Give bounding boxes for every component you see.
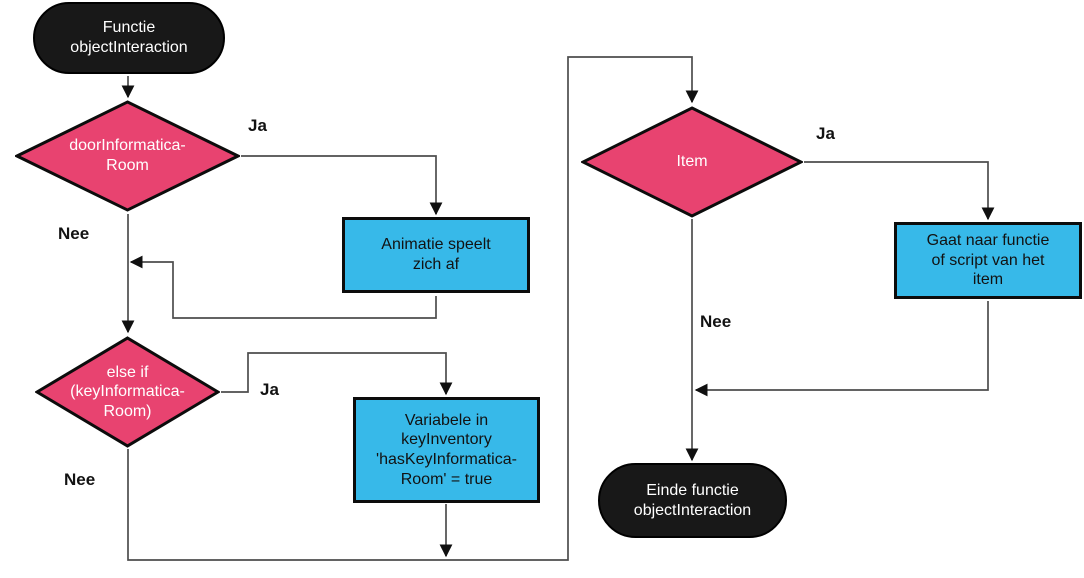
edge-label-item-nee: Nee: [700, 312, 732, 331]
start-terminator-label: Functie objectInteraction: [70, 19, 188, 56]
decision-item: Item: [581, 106, 803, 218]
connector-item-ja-to-gaat-naar: [804, 161, 995, 221]
process-gaat-naar: Gaat naar functie of script van het item: [894, 222, 1082, 299]
decision-door-informatica-room: doorInformatica- Room: [15, 100, 240, 212]
process-animatie-label: Animatie speelt zich af: [381, 236, 491, 273]
edge-label-item-ja: Ja: [816, 124, 835, 143]
decision-key-informatica-room: else if (keyInformatica- Room): [35, 336, 220, 448]
process-gaat-naar-label: Gaat naar functie of script van het item: [926, 232, 1050, 289]
decision-door-shape: [15, 100, 240, 212]
connector-gaat-naar-feedback: [694, 301, 989, 397]
process-animatie: Animatie speelt zich af: [342, 217, 530, 293]
connector-door-ja-to-animatie: [241, 155, 443, 216]
edge-label-door-nee: Nee: [58, 224, 90, 243]
decision-key-label: else if (keyInformatica- Room): [70, 363, 185, 420]
decision-item-label: Item: [676, 153, 708, 171]
edge-label-key-ja: Ja: [260, 380, 279, 399]
edge-label-door-ja: Ja: [248, 116, 267, 135]
connector-animatie-feedback: [129, 255, 437, 319]
start-terminator: Functie objectInteraction: [33, 2, 225, 74]
connector-key-ja-to-variabele: [221, 352, 453, 396]
decision-door-label: doorInformatica- Room: [69, 137, 186, 174]
decision-item-shape: [581, 106, 803, 218]
decision-key-shape: [35, 336, 220, 448]
end-terminator-label: Einde functie objectInteraction: [633, 481, 752, 519]
process-variabele: Variabele in keyInventory 'hasKeyInforma…: [353, 397, 540, 503]
connector-key-nee-to-item-check: [127, 56, 699, 561]
edge-label-key-nee: Nee: [64, 470, 96, 489]
end-terminator: Einde functie objectInteraction: [598, 463, 787, 538]
process-variabele-label: Variabele in keyInventory 'hasKeyInforma…: [376, 411, 517, 488]
